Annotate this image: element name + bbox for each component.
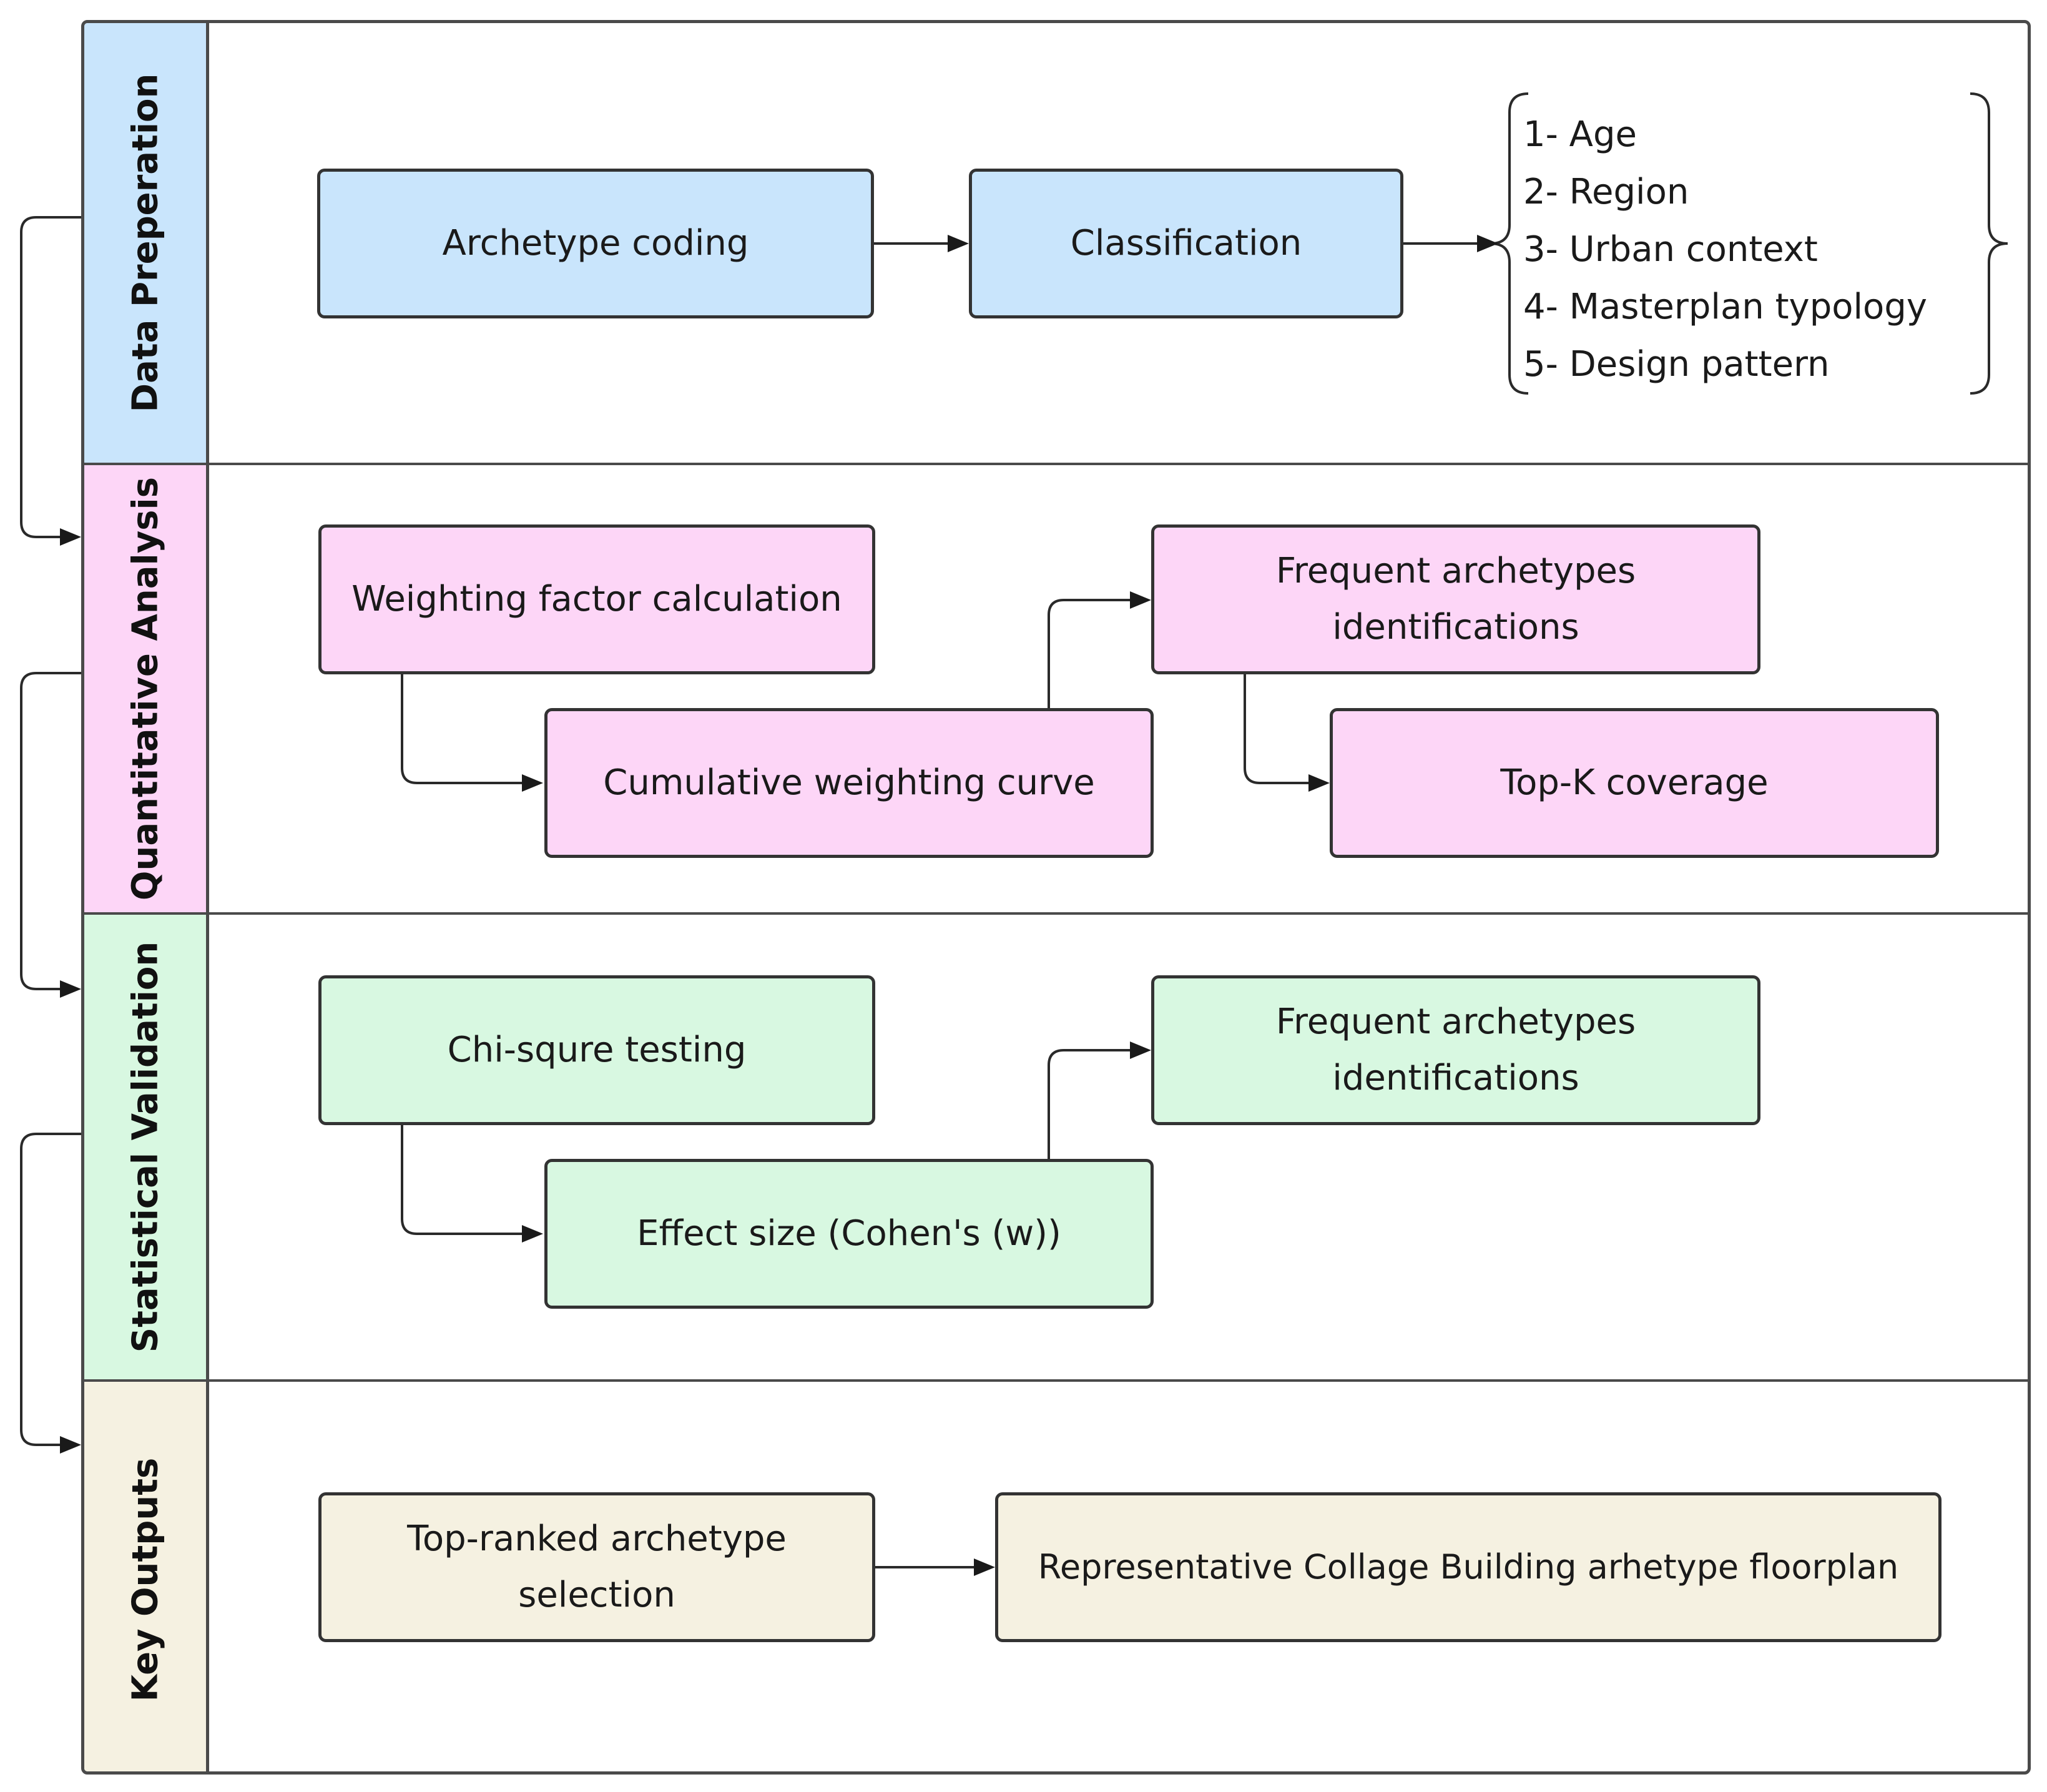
lane-title-statistical-validation: Statistical Validation <box>125 941 165 1353</box>
criteria-item: 4- Masterplan typology <box>1523 287 1928 327</box>
chi-square-label: Chi-squre testing <box>447 1030 747 1071</box>
criteria-item: 2- Region <box>1523 172 1689 212</box>
topk-coverage-box: Top-K coverage <box>1330 708 1939 858</box>
lane-data-preparation: Data Preperation <box>84 23 2028 463</box>
arrow-phase-1-to-2 <box>20 216 81 538</box>
lane-title-key-outputs: Key Outputs <box>125 1457 165 1702</box>
frequent-archetypes-box-stat: Frequent archetypes identifications <box>1151 975 1760 1125</box>
frequent-archetypes-label-line2: identifications <box>1332 607 1579 647</box>
frequent-archetypes-label-line1: Frequent archetypes <box>1275 1002 1636 1043</box>
cumulative-curve-label: Cumulative weighting curve <box>603 762 1095 804</box>
effect-size-box: Effect size (Cohen's (w)) <box>544 1159 1154 1309</box>
arrowhead <box>60 528 81 546</box>
top-ranked-label-line2: selection <box>518 1575 675 1615</box>
lane-key-outputs: Key Outputs <box>84 1379 2028 1771</box>
criteria-item: 5- Design pattern <box>1523 344 1830 385</box>
representative-floorplan-box: Representative Collage Building arhetype… <box>995 1492 1941 1642</box>
criteria-item: 3- Urban context <box>1523 229 1818 270</box>
lane-header-statistical-validation: Statistical Validation <box>84 915 209 1379</box>
frequent-archetypes-label-line1: Frequent archetypes <box>1275 551 1636 592</box>
top-ranked-selection-box: Top-ranked archetype selection <box>318 1492 875 1642</box>
lane-quantitative-analysis: Quantitative Analysis <box>84 463 2028 912</box>
arrow-phase-2-to-3 <box>20 672 81 990</box>
topk-coverage-label: Top-K coverage <box>1500 762 1769 804</box>
cumulative-curve-box: Cumulative weighting curve <box>544 708 1154 858</box>
weighting-factor-box: Weighting factor calculation <box>318 524 875 674</box>
lane-header-data-preparation: Data Preperation <box>84 23 209 463</box>
effect-size-label: Effect size (Cohen's (w)) <box>637 1213 1061 1254</box>
arrowhead <box>60 1436 81 1454</box>
weighting-factor-label: Weighting factor calculation <box>351 579 842 620</box>
lane-header-key-outputs: Key Outputs <box>84 1382 209 1771</box>
classification-box: Classification <box>969 169 1403 318</box>
frequent-archetypes-box-quant: Frequent archetypes identifications <box>1151 524 1760 674</box>
representative-floorplan-label: Representative Collage Building arhetype… <box>1038 1547 1899 1587</box>
lane-title-quantitative-analysis: Quantitative Analysis <box>125 476 165 901</box>
classification-criteria-list: 1- Age 2- Region 3- Urban context 4- Mas… <box>1523 106 1927 393</box>
arrow-phase-3-to-4 <box>20 1133 81 1446</box>
lane-header-quantitative-analysis: Quantitative Analysis <box>84 465 209 912</box>
lane-statistical-validation: Statistical Validation <box>84 912 2028 1379</box>
arrowhead <box>60 980 81 998</box>
classification-label: Classification <box>1070 223 1302 264</box>
chi-square-box: Chi-squre testing <box>318 975 875 1125</box>
frequent-archetypes-label-line2: identifications <box>1332 1058 1579 1098</box>
top-ranked-label-line1: Top-ranked archetype <box>407 1519 787 1560</box>
lane-title-data-preparation: Data Preperation <box>125 73 165 413</box>
archetype-coding-label: Archetype coding <box>442 223 749 264</box>
swimlane-frame: Data Preperation Quantitative Analysis S… <box>81 20 2031 1775</box>
archetype-coding-box: Archetype coding <box>317 169 874 318</box>
criteria-item: 1- Age <box>1523 114 1637 155</box>
